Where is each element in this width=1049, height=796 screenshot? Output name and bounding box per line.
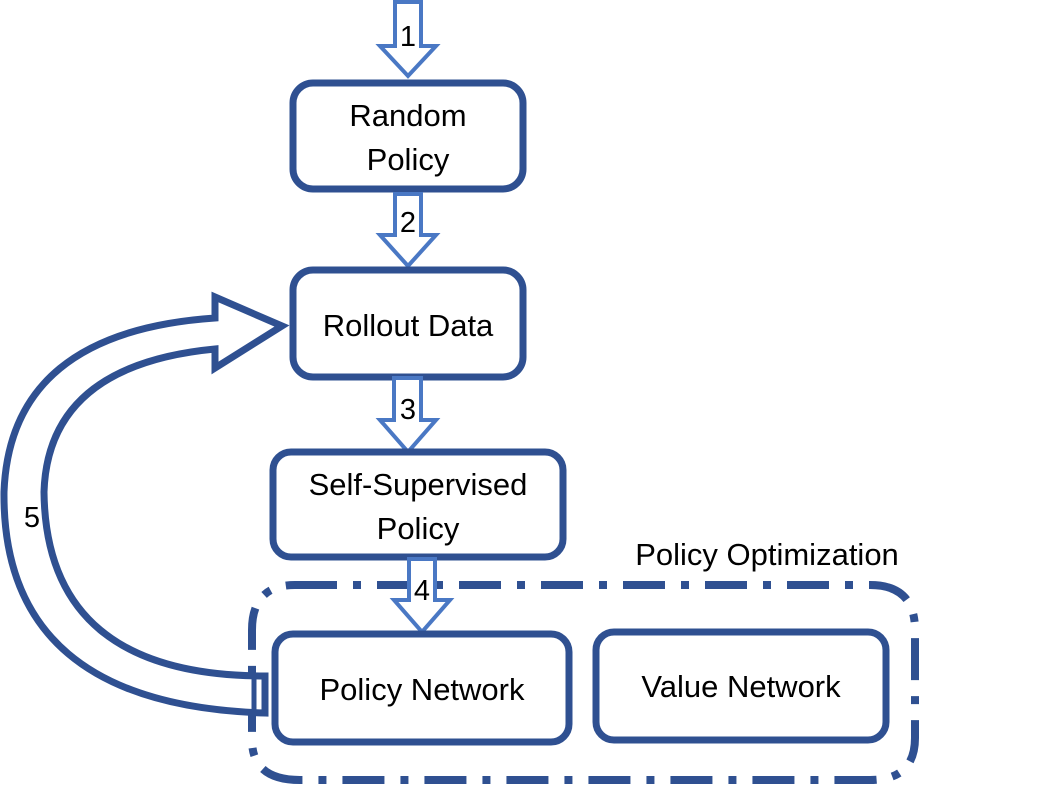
step-2-label: 2: [400, 207, 416, 239]
step-4-arrow: [389, 557, 455, 636]
self-supervised-policy-label-line1: Self-Supervised: [309, 467, 528, 502]
policy-network-box: [271, 630, 573, 746]
value-network-label: Value Network: [641, 669, 841, 704]
policy-network-label: Policy Network: [320, 672, 525, 707]
step-2-arrow: [375, 192, 441, 269]
step-1-label: 1: [400, 21, 416, 53]
policy-optimization-label: Policy Optimization: [635, 537, 899, 572]
step-3-label: 3: [400, 394, 416, 426]
step-5-loop-arrow: [0, 291, 290, 717]
step-4-label: 4: [414, 575, 430, 607]
policy-optimization-group-frame: [248, 581, 919, 784]
step-1-arrow: [375, 0, 441, 79]
random-policy-box: [289, 79, 527, 193]
step-5-label: 5: [24, 502, 40, 534]
self-supervised-policy-label-line2: Policy: [377, 511, 460, 546]
rollout-data-label: Rollout Data: [323, 308, 494, 343]
step-3-arrow: [375, 376, 441, 456]
random-policy-label-line2: Policy: [367, 142, 450, 177]
random-policy-label-line1: Random: [349, 98, 466, 133]
value-network-box: [592, 628, 890, 744]
